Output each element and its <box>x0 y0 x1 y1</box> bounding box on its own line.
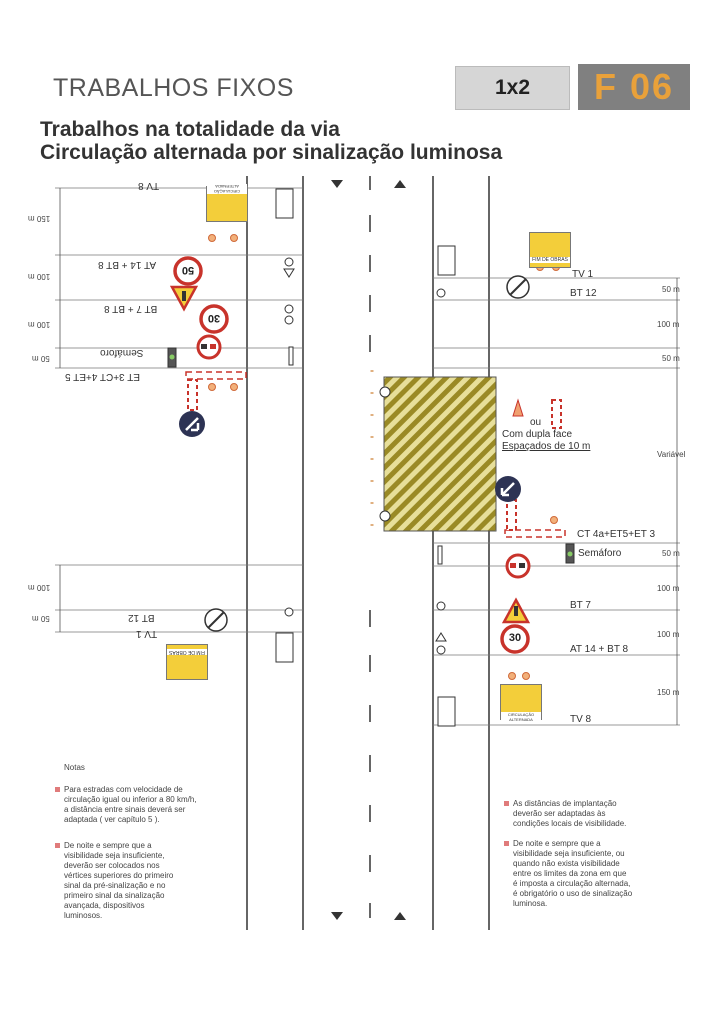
road-markers <box>275 188 456 727</box>
title-line-1: Trabalhos na totalidade da via <box>40 118 340 141</box>
note-right-2-bullet <box>504 841 509 846</box>
speed-value-right: 30 <box>508 632 522 644</box>
left-dist-2: 100 m <box>28 272 51 281</box>
note-left-1-line: Para estradas com velocidade de <box>64 785 183 794</box>
right-bt12-label: BT 12 <box>570 288 597 299</box>
note-right-1-line: As distâncias de implantação <box>513 799 617 808</box>
road-edges <box>246 176 490 930</box>
category-title: TRABALHOS FIXOS <box>53 74 294 102</box>
right-tv8-label: TV 8 <box>570 714 592 725</box>
note-left-2-line: luminosos. <box>64 911 103 920</box>
note-left-2-line: visibilidade seja insuficiente, <box>64 851 165 860</box>
note-right-2: De noite e sempre que a visibilidade sej… <box>504 839 633 909</box>
left-dist-3: 100 m <box>28 320 51 329</box>
tv1-sign-left: FIM DE OBRAS <box>166 644 208 680</box>
tv8-sign-left-text: CIRCULAÇÃO ALTERNADA <box>207 184 247 194</box>
note-left-2-line: primeiro sinal da sinalização <box>64 891 165 900</box>
work-zone <box>383 376 497 532</box>
no-overtaking-signs <box>196 334 531 579</box>
dupla-face-label: Com dupla face <box>502 429 573 440</box>
speed-value-left-top: 50 <box>181 264 195 276</box>
left-bt7-label: BT 7 + BT 8 <box>104 303 158 314</box>
note-left-1-bullet <box>55 787 60 792</box>
left-bt12-label: BT 12 <box>128 612 155 623</box>
code-box: F 06 <box>578 64 690 110</box>
right-dist-5: 50 m <box>662 549 680 558</box>
note-right-2-line: visibilidade seja insuficiente, ou <box>513 849 625 858</box>
note-left-2: De noite e sempre que a visibilidade sej… <box>55 841 174 921</box>
note-left-1: Para estradas com velocidade de circulaç… <box>55 785 197 825</box>
right-bt7-label: BT 7 <box>570 600 591 611</box>
note-left-2-line: deverão ser colocados nos <box>64 861 160 870</box>
left-at14-label: AT 14 + BT 8 <box>98 259 157 270</box>
note-left-1-line: circulação igual ou inferior a 80 km/h, <box>64 795 197 804</box>
note-right-2-line: é imposta a circulação alternada, <box>513 879 631 888</box>
right-reference-lines <box>433 277 680 726</box>
note-right-1: As distâncias de implantação deverão ser… <box>504 799 627 829</box>
barriers <box>185 371 566 538</box>
ratio-box: 1x2 <box>455 66 570 110</box>
speed-value-left: 30 <box>207 312 221 324</box>
end-restriction-signs <box>204 275 530 632</box>
left-dist-6: 50 m <box>32 614 50 623</box>
notes-heading: Notas <box>64 763 85 772</box>
note-right-1-line: deverão ser adaptadas às <box>513 809 606 818</box>
right-dist-2: 100 m <box>657 320 680 329</box>
direction-arrows <box>331 180 406 920</box>
tv1-sign-right-text: FIM DE OBRAS <box>530 257 570 263</box>
note-left-2-line: sinal da pré-sinalização e no <box>64 881 166 890</box>
triangle-signs <box>169 285 531 624</box>
note-right-2-line: luminosa. <box>513 899 548 908</box>
note-left-2-bullet <box>55 843 60 848</box>
note-left-2-line: vértices superiores do primeiro <box>64 871 174 880</box>
left-dist-4: 50 m <box>32 354 50 363</box>
note-right-2-line: De noite e sempre que a <box>513 839 601 848</box>
right-dist-7: 100 m <box>657 630 680 639</box>
tv8-sign-right: CIRCULAÇÃO ALTERNADA <box>500 684 542 722</box>
title-line-2: Circulação alternada por sinalização lum… <box>40 141 503 164</box>
espacados-label: Espaçados de 10 m <box>502 441 591 452</box>
tv8-sign-right-text: CIRCULAÇÃO ALTERNADA <box>501 712 541 722</box>
left-dist-1: 150 m <box>28 214 51 223</box>
right-ct-label: CT 4a+ET5+ET 3 <box>577 529 656 540</box>
right-dist-8: 150 m <box>657 688 680 697</box>
right-at14-label: AT 14 + BT 8 <box>570 644 629 655</box>
cones-ou-label: ou <box>530 417 542 428</box>
blue-direction-signs <box>179 411 521 502</box>
left-tv8-label: TV 8 <box>138 180 160 191</box>
note-right-1-bullet <box>504 801 509 806</box>
speed-limit-signs <box>173 256 530 654</box>
code-label: F 06 <box>593 66 675 107</box>
left-tv1-label: TV 1 <box>136 628 158 639</box>
tv1-sign-left-text: FIM DE OBRAS <box>167 649 207 655</box>
note-right-2-line: entre os limites da zona em que <box>513 869 627 878</box>
left-dist-5: 100 m <box>28 583 51 592</box>
note-left-2-line: avançada, dispositivos <box>64 901 145 910</box>
right-tv1-label: TV 1 <box>572 269 594 280</box>
note-right-2-line: é obrigatório o uso de sinalização <box>513 889 633 898</box>
note-left-1-line: a distância entre sinais deverá ser <box>64 805 186 814</box>
note-left-1-line: adaptada ( ver capítulo 5 ). <box>64 815 160 824</box>
left-et-label: ET 3+CT 4+ET 5 <box>65 371 141 382</box>
left-reference-lines <box>55 187 303 633</box>
right-dist-6: 100 m <box>657 584 680 593</box>
right-dist-1: 50 m <box>662 285 680 294</box>
note-right-2-line: quando não exista visibilidade <box>513 859 620 868</box>
left-semaforo-label: Semáforo <box>100 347 144 358</box>
right-dist-variable: Variável <box>657 450 686 459</box>
traffic-lights <box>167 347 575 564</box>
right-dist-3: 50 m <box>662 354 680 363</box>
tv8-sign-left: CIRCULAÇÃO ALTERNADA <box>206 184 248 222</box>
tv1-sign-right: FIM DE OBRAS <box>529 232 571 268</box>
note-left-2-line: De noite e sempre que a <box>64 841 152 850</box>
ratio-label: 1x2 <box>494 76 531 99</box>
note-right-1-line: condições locais de visibilidade. <box>513 819 627 828</box>
right-semaforo-label: Semáforo <box>578 548 622 559</box>
